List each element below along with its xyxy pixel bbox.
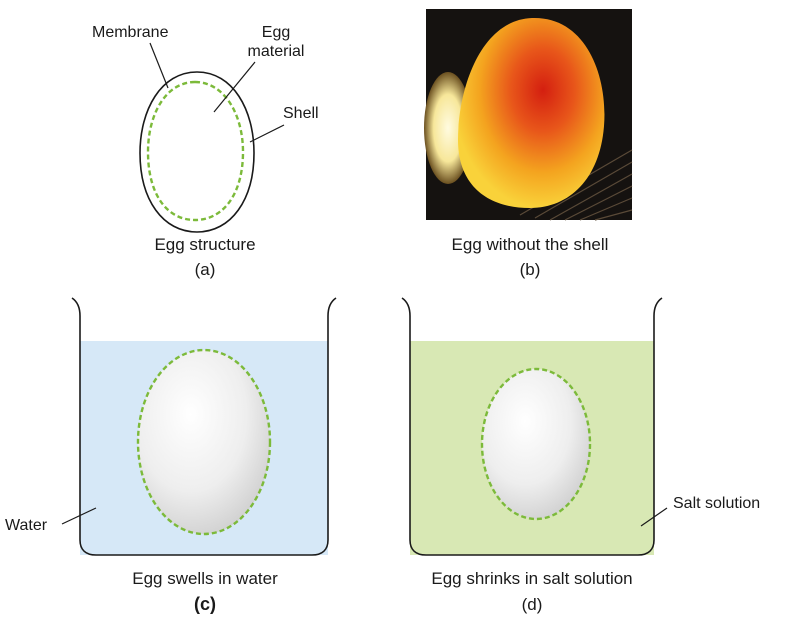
egg-material-label-line1: Egg <box>262 24 290 41</box>
panel-d-letter: (d) <box>522 595 543 614</box>
membrane-pointer-line <box>150 43 168 88</box>
water-label: Water <box>5 517 48 534</box>
panel-d-salt-beaker: Salt solution Egg shrinks in salt soluti… <box>402 298 760 614</box>
panel-b-letter: (b) <box>520 260 541 279</box>
shell-pointer-line <box>250 125 284 142</box>
panel-a-caption: Egg structure <box>154 235 255 254</box>
panel-a-letter: (a) <box>195 260 216 279</box>
panel-a-egg-structure: Membrane Egg material Shell Egg structur… <box>92 24 319 279</box>
panel-c-letter: (c) <box>194 594 216 614</box>
panel-d-caption: Egg shrinks in salt solution <box>431 569 632 588</box>
panel-b-caption: Egg without the shell <box>452 235 609 254</box>
panel-c-caption: Egg swells in water <box>132 569 278 588</box>
egg-shell-outline <box>140 72 254 232</box>
membrane-label: Membrane <box>92 24 169 41</box>
salt-solution-label: Salt solution <box>673 495 760 512</box>
panel-b-egg-photo: Egg without the shell (b) <box>424 9 632 279</box>
egg-material-label-line2: material <box>248 43 305 60</box>
shell-label: Shell <box>283 105 319 122</box>
panel-c-water-beaker: Water Egg swells in water (c) <box>5 298 336 614</box>
